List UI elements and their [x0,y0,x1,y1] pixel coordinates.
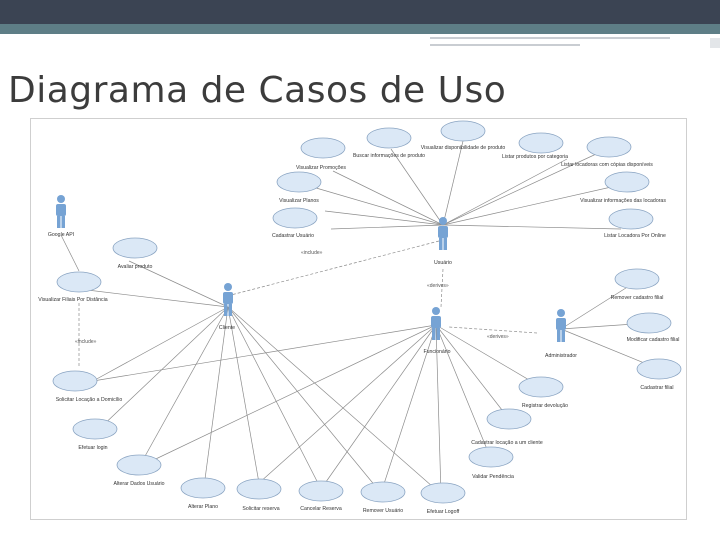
use-case-listar-locadoras-copias: Listar locadoras com cópias disponíveis [561,136,653,168]
cliente-links [78,260,442,495]
use-case-efetuar-login: Efetuar login [72,418,118,451]
svg-text:Alterar Dados Usuário: Alterar Dados Usuário [113,481,164,487]
svg-text:Listar produtos por categoria: Listar produtos por categoria [502,154,568,160]
use-case-alterar-dados: Alterar Dados Usuário [113,454,165,487]
title-bar-dark [0,0,720,24]
slide-title: Diagrama de Casos de Uso [8,70,507,111]
svg-text:Listar locadoras com cópias di: Listar locadoras com cópias disponíveis [561,162,653,168]
use-case-avaliar-produto: Avaliar produto [112,237,158,270]
derives-stereotype: «derives» [427,283,449,289]
use-case-registrar-devolucao: Registrar devolução [518,376,568,409]
svg-text:Visualizar informações das loc: Visualizar informações das locadoras [580,198,666,204]
use-case-remover-filial: Remover cadastro filial [611,268,664,301]
use-case-listar-produtos: Listar produtos por categoria [502,132,568,160]
include-stereotype: «include» [75,339,97,345]
use-case-visualizar-planos: Visualizar Planos [276,171,322,204]
actor-administrador: Administrador [545,309,577,359]
svg-text:Efetuar login: Efetuar login [78,445,107,451]
use-case-cadastrar-usuario: Cadastrar Usuário [272,207,318,239]
include-stereotype: «include» [301,250,323,256]
svg-text:Solicitar reserva: Solicitar reserva [242,506,279,512]
actor-label: Usuário [434,260,452,266]
use-case-efetuar-logoff: Efetuar Logoff [420,482,466,515]
use-case-solicitar-locacao-domicilio: Solicitar Locação a Domicílio [52,370,123,403]
svg-text:Listar Locadora Por Online: Listar Locadora Por Online [604,233,666,239]
actor-funcionario: Funcionário [423,307,451,355]
svg-text:Visualizar disponibilidade de: Visualizar disponibilidade de produto [421,145,506,151]
use-case-diagram: «include» «derives» «derives» «include» … [30,118,687,520]
diagram-canvas: «include» «derives» «derives» «include» … [38,120,682,515]
decorative-block [710,38,720,48]
actor-cliente: Cliente [219,283,235,331]
svg-text:Remover Usuário: Remover Usuário [363,508,403,514]
decorative-rule [430,37,670,39]
actor-label: Funcionário [423,349,450,355]
use-case-cancelar-reserva: Cancelar Reserva [298,480,344,512]
use-case-solicitar-reserva: Solicitar reserva [236,478,282,512]
svg-text:Cadastrar locação a um cliente: Cadastrar locação a um cliente [471,440,543,446]
svg-text:Visualizar Promoções: Visualizar Promoções [296,165,346,171]
use-case-visualizar-promocoes: Visualizar Promoções [296,137,346,171]
use-case-buscar-informacoes: Buscar informações de produto [353,127,425,159]
derives-stereotype: «derives» [487,334,509,340]
use-case-cadastrar-locacao: Cadastrar locação a um cliente [471,408,543,446]
svg-text:Visualizar Filiais Por Distânc: Visualizar Filiais Por Distância [38,297,107,303]
svg-text:Cadastrar filial: Cadastrar filial [640,385,673,391]
svg-text:Cadastrar Usuário: Cadastrar Usuário [272,233,314,239]
funcionario-links [92,324,542,495]
use-case-visualizar-info-locadoras: Visualizar informações das locadoras [580,171,666,204]
svg-text:Visualizar Planos: Visualizar Planos [279,198,319,204]
svg-text:Alterar Plano: Alterar Plano [188,504,218,510]
svg-text:Cancelar Reserva: Cancelar Reserva [300,506,342,512]
decorative-rule [430,44,580,46]
actor-usuario: Usuário [434,217,452,266]
svg-text:Modificar cadastro filial: Modificar cadastro filial [627,337,680,343]
use-case-validar-pendencia: Validar Pendência [468,446,514,480]
use-case-visualizar-disponibilidade: Visualizar disponibilidade de produto [421,120,506,151]
relationship-links [60,234,538,367]
use-case-alterar-plano: Alterar Plano [180,477,226,510]
svg-text:Registrar devolução: Registrar devolução [522,403,568,409]
svg-text:Avaliar produto: Avaliar produto [118,264,153,270]
usuario-links [298,140,630,230]
use-case-cadastrar-filial: Cadastrar filial [636,358,682,391]
title-bar-accent [0,24,720,34]
svg-text:Efetuar Logoff: Efetuar Logoff [427,509,460,515]
svg-text:Solicitar Locação a Domicílio: Solicitar Locação a Domicílio [56,397,123,403]
svg-text:Buscar informações de produto: Buscar informações de produto [353,153,425,159]
use-case-visualizar-filiais: Visualizar Filiais Por Distância [38,271,108,303]
actor-label: Administrador [545,353,577,359]
actor-label: Google API [48,232,74,238]
actor-label: Cliente [219,325,235,331]
svg-text:Validar Pendência: Validar Pendência [472,474,514,480]
use-case-remover-usuario: Remover Usuário [360,481,406,514]
svg-text:Remover cadastro filial: Remover cadastro filial [611,295,664,301]
actor-google-api: Google API [48,195,74,238]
use-case-listar-locadora-online: Listar Locadora Por Online [604,208,666,239]
use-case-modificar-filial: Modificar cadastro filial [626,312,680,343]
